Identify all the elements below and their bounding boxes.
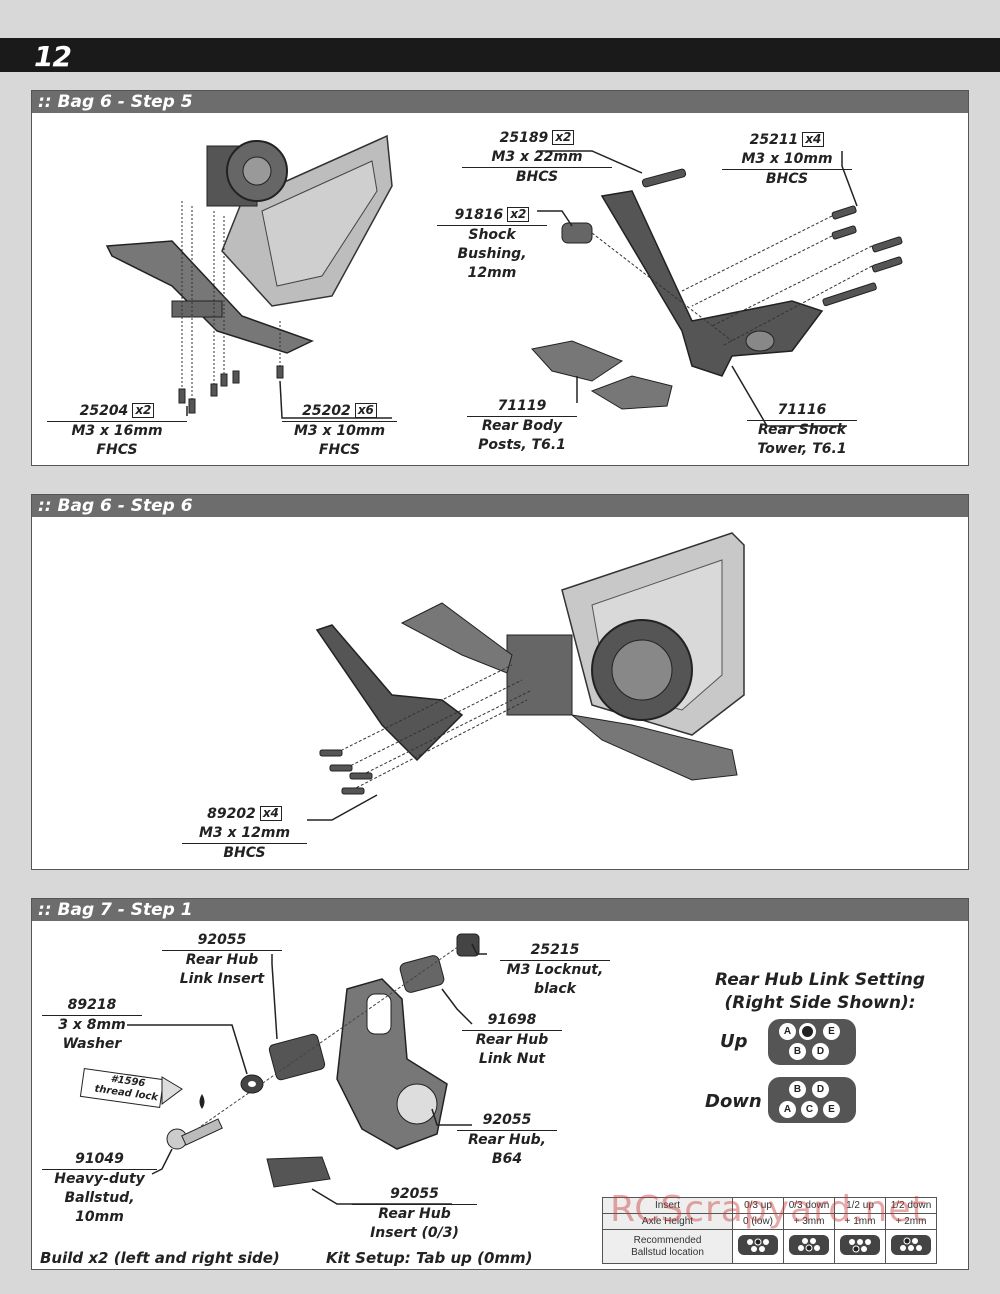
section-bag6-step5: :: Bag 6 - Step 5 <box>31 90 969 466</box>
hole-e: E <box>823 1101 840 1118</box>
setting-up-label: Up <box>720 1031 748 1052</box>
ballstud-location-icon <box>738 1235 778 1255</box>
part-label-89218: 89218 3 x 8mm Washer <box>42 996 142 1054</box>
hole-b: B <box>789 1081 806 1098</box>
table-row: Axle Height 0 (low) + 3mm + 1mm + 2mm <box>602 1213 937 1230</box>
section-bag7-step1: :: Bag 7 - Step 1 <box>31 898 969 1270</box>
setting-down-diagram: B D A C E <box>768 1077 856 1123</box>
hole-c: C <box>801 1101 818 1118</box>
table-row: Recommended Ballstud location <box>602 1229 937 1264</box>
hole-a: A <box>779 1101 796 1118</box>
hole-c <box>799 1023 816 1040</box>
insert-settings-table: Insert 0/3 up 0/3 down 1/2 up 1/2 down A… <box>602 1197 937 1264</box>
part-label-92055-hub-insert: 92055 Rear Hub Insert (0/3) <box>352 1185 477 1243</box>
hole-a: A <box>779 1023 796 1040</box>
part-label-92055-insert: 92055 Rear Hub Link Insert <box>162 931 282 989</box>
part-label-92055-hub: 92055 Rear Hub, B64 <box>457 1111 557 1169</box>
page-header-bar <box>0 38 1000 72</box>
page-number: 12 <box>34 40 72 73</box>
section-title: :: Bag 6 - Step 6 <box>38 496 193 516</box>
part-label-71119: 71119 Rear Body Posts, T6.1 <box>467 397 577 455</box>
part-label-71116: 71116 Rear Shock Tower, T6.1 <box>747 401 857 459</box>
kit-setup-note: Kit Setup: Tab up (0mm) <box>326 1249 533 1267</box>
hole-b: B <box>789 1043 806 1060</box>
part-label-91049: 91049 Heavy-duty Ballstud, 10mm <box>42 1150 157 1227</box>
step5-illustration <box>105 134 903 427</box>
section-title: :: Bag 7 - Step 1 <box>38 900 193 920</box>
section-header: :: Bag 6 - Step 5 <box>32 91 968 113</box>
section-header: :: Bag 7 - Step 1 <box>32 899 968 921</box>
step7-illustration <box>79 933 487 1205</box>
hole-d: D <box>812 1043 829 1060</box>
hole-e: E <box>823 1023 840 1040</box>
part-label-25215: 25215 M3 Locknut, black <box>500 941 610 999</box>
setting-up-diagram: A E B D <box>768 1019 856 1065</box>
hole-d: D <box>812 1081 829 1098</box>
ballstud-location-icon <box>789 1235 829 1255</box>
ballstud-location-icon <box>840 1235 880 1255</box>
build-note: Build x2 (left and right side) <box>40 1249 280 1267</box>
ballstud-location-icon <box>891 1235 931 1255</box>
section-header: :: Bag 6 - Step 6 <box>32 495 968 517</box>
hub-link-setting-title: Rear Hub Link Setting (Right Side Shown)… <box>714 970 926 1013</box>
step6-illustration <box>307 532 745 821</box>
part-label-91698: 91698 Rear Hub Link Nut <box>462 1011 562 1069</box>
setting-down-label: Down <box>705 1091 762 1112</box>
section-title: :: Bag 6 - Step 5 <box>38 92 193 112</box>
table-row: Insert 0/3 up 0/3 down 1/2 up 1/2 down <box>602 1197 937 1214</box>
